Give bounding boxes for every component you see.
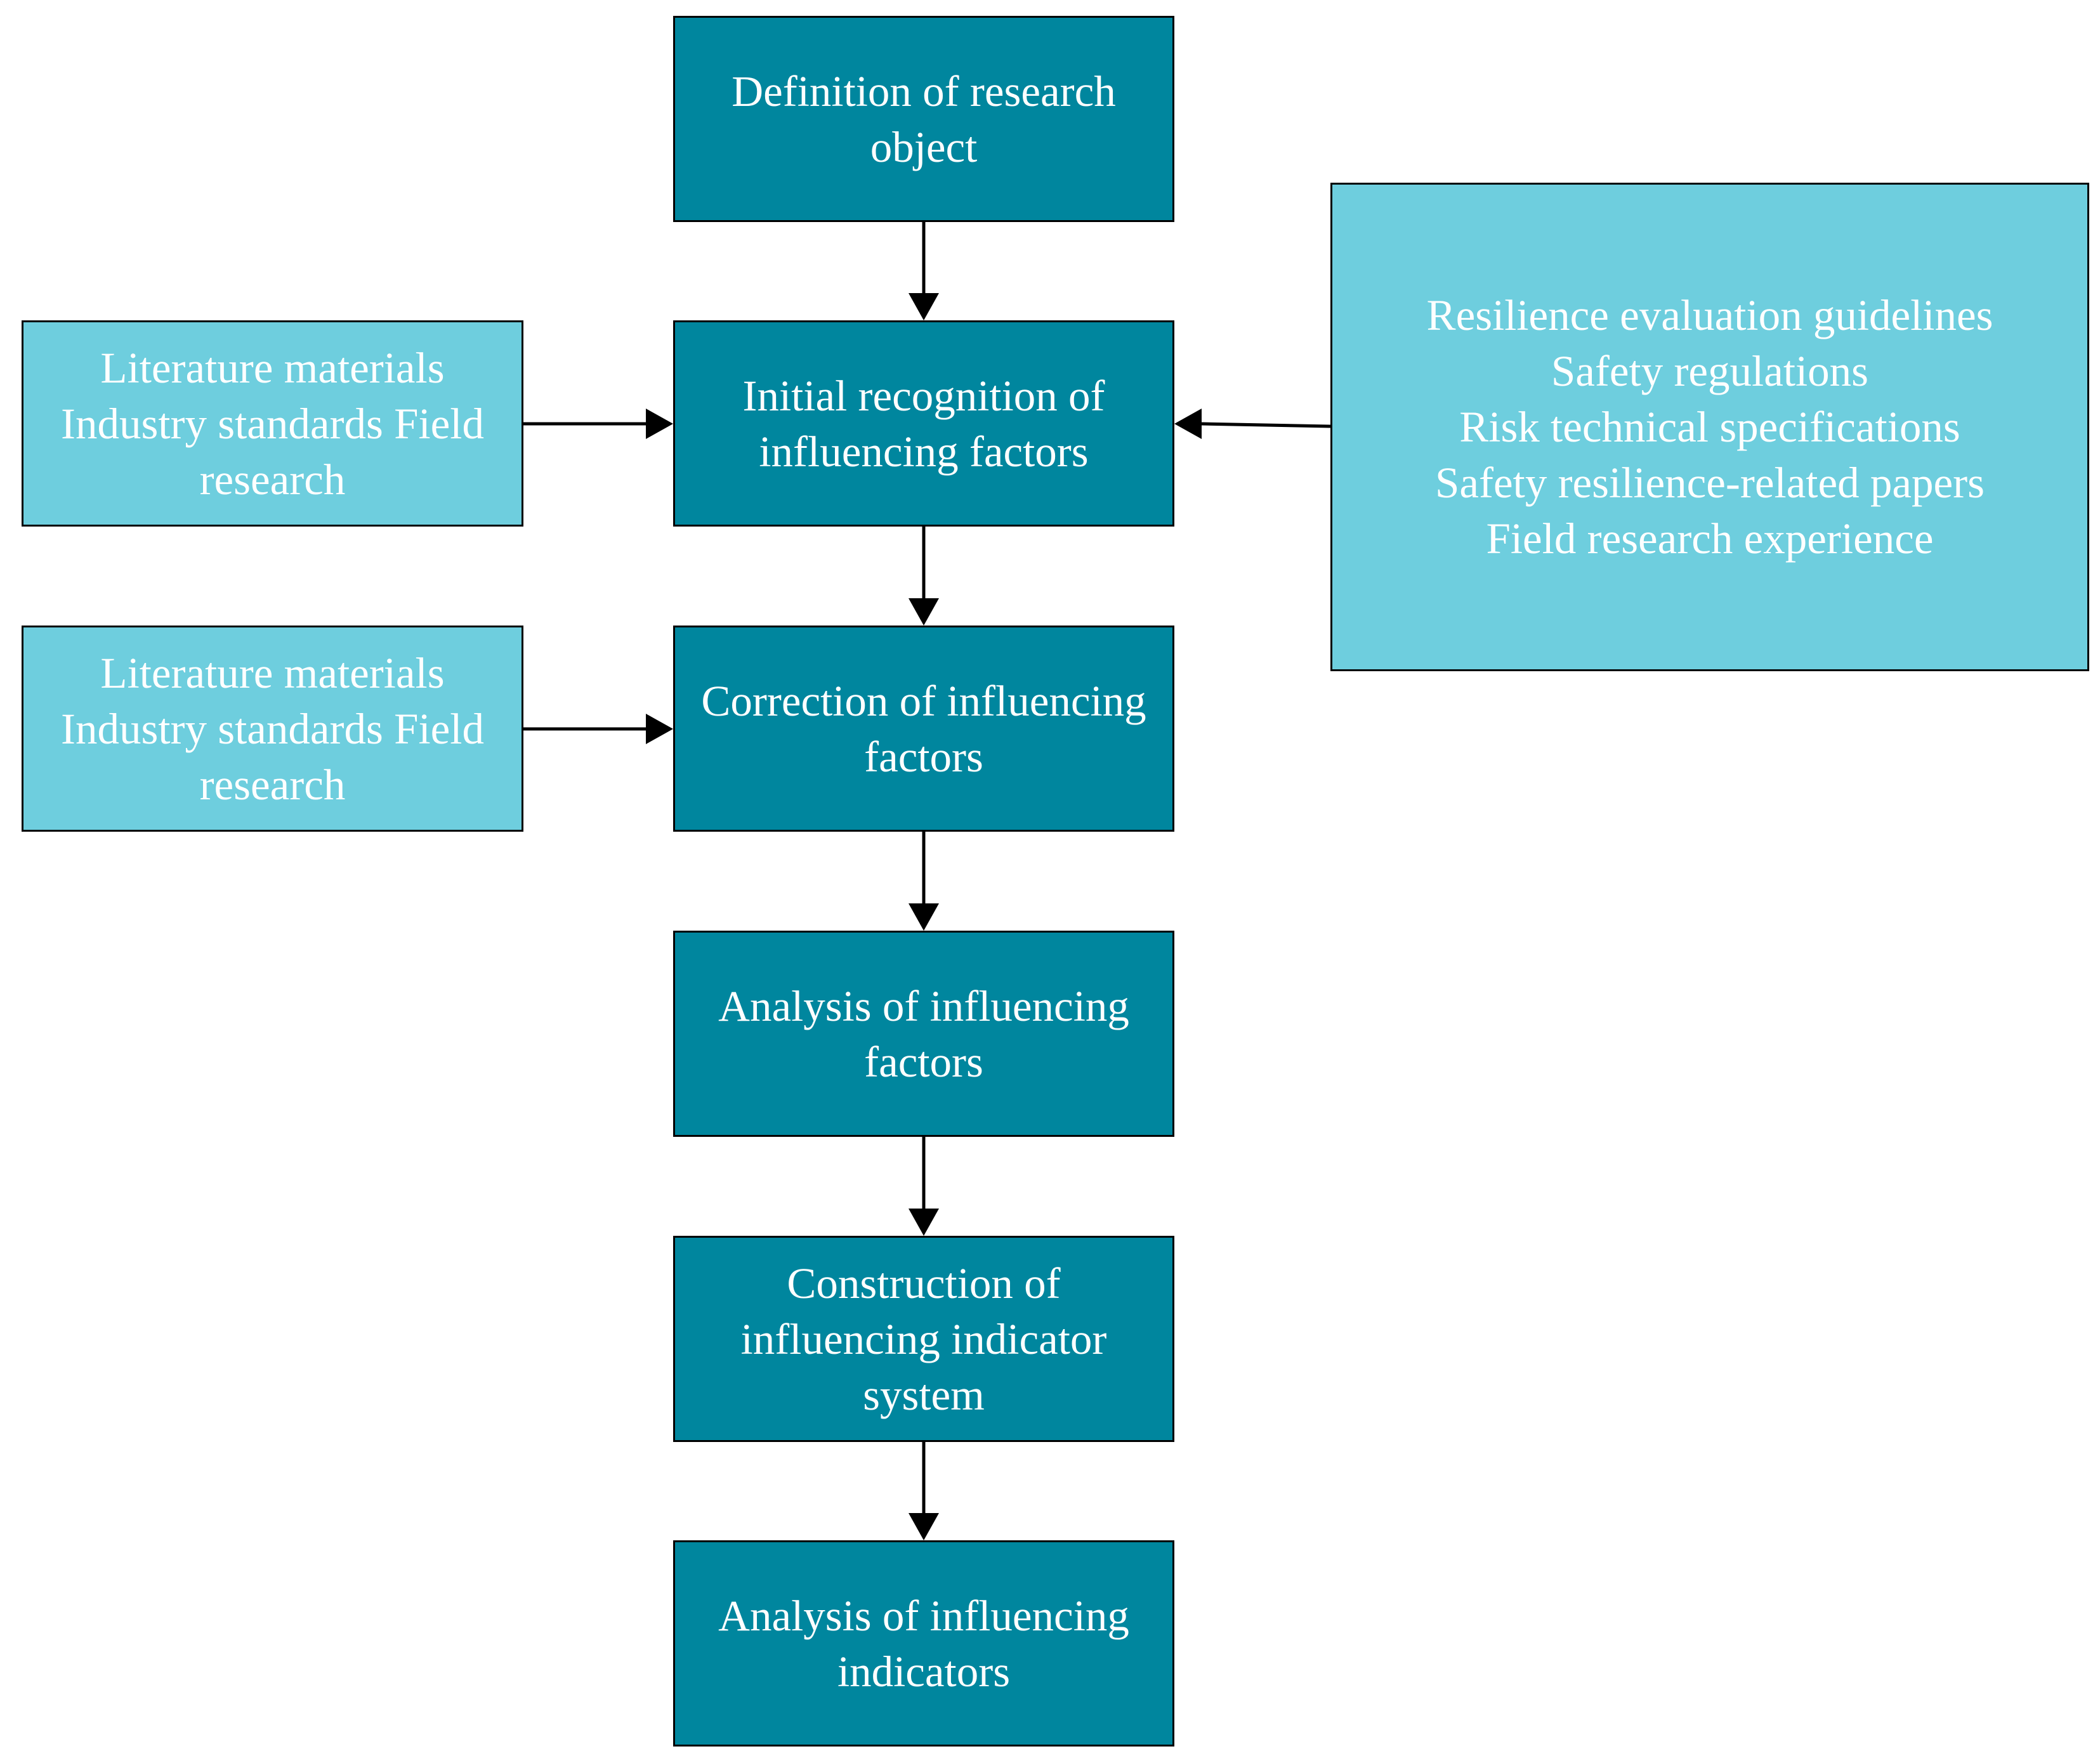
arrowhead-analysis-to-construction xyxy=(909,1209,939,1236)
construction-of-indicator-system-box: Construction of influencing indicator sy… xyxy=(673,1236,1174,1442)
arrowhead-guidelines-to-initial xyxy=(1174,409,1202,439)
guidelines-sources-box: Resilience evaluation guidelines Safety … xyxy=(1330,183,2089,671)
arrow-guidelines-to-initial xyxy=(1201,422,1331,428)
literature-materials-box-top: Literature materials Industry standards … xyxy=(22,320,523,527)
arrowhead-definition-to-initial xyxy=(909,293,939,320)
analysis-of-factors-box: Analysis of influencing factors xyxy=(673,931,1174,1137)
literature-materials-box-bottom: Literature materials Industry standards … xyxy=(22,626,523,832)
correction-of-factors-box: Correction of influencing factors xyxy=(673,626,1174,832)
arrowhead-literature-bottom-to-correction xyxy=(646,714,673,744)
initial-recognition-box: Initial recognition of influencing facto… xyxy=(673,320,1174,527)
arrowhead-literature-top-to-initial xyxy=(646,409,673,439)
analysis-of-indicators-box: Analysis of influencing indicators xyxy=(673,1540,1174,1747)
arrowhead-construction-to-indicators xyxy=(909,1513,939,1540)
arrowhead-correction-to-analysis xyxy=(909,903,939,931)
definition-of-research-object-box: Definition of research object xyxy=(673,16,1174,222)
arrowhead-initial-to-correction xyxy=(909,598,939,626)
